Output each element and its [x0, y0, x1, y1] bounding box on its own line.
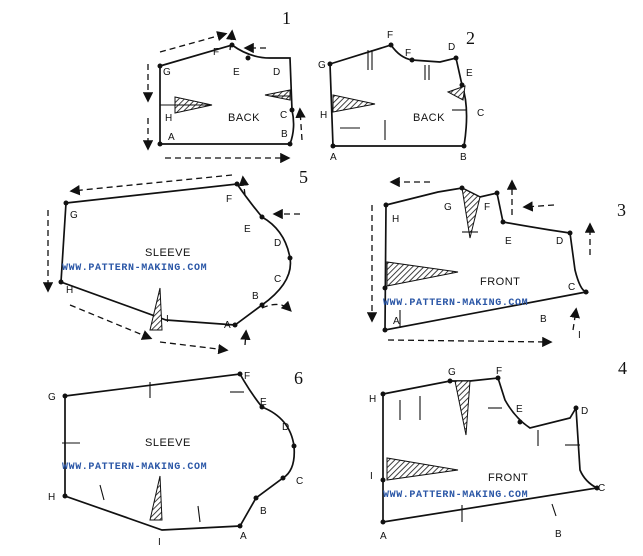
figure-3-title: FRONT — [480, 276, 520, 288]
fig6-point-g: G — [48, 392, 56, 403]
fig2-point-e: E — [466, 68, 473, 79]
fig4-point-b: B — [555, 529, 562, 540]
fig6-point-e: E — [260, 397, 267, 408]
fig5-point-d: D — [274, 238, 281, 249]
fig4-point-e: E — [516, 404, 523, 415]
fig2-point-b: B — [460, 152, 467, 163]
fig6-point-b: B — [260, 506, 267, 517]
fig3-point-a: A — [393, 316, 400, 327]
figure-1-number: 1 — [282, 8, 291, 28]
fig6-point-f: F — [244, 371, 250, 382]
figure-3-watermark: WWW.PATTERN-MAKING.COM — [383, 298, 528, 309]
figure-2-title: BACK — [413, 112, 445, 124]
figure-5-title: SLEEVE — [145, 247, 191, 259]
figure-5-sleeve: 5 SLEEVE WWW.PATTERN-MAKING.COM G F E D … — [42, 167, 308, 355]
figure-1-title: BACK — [228, 112, 260, 124]
fig5-point-e: E — [244, 224, 251, 235]
figure-5-watermark: WWW.PATTERN-MAKING.COM — [62, 263, 207, 274]
fig1-point-h: H — [165, 113, 172, 124]
fig2-point-h: H — [320, 110, 327, 121]
fig4-point-f: F — [496, 366, 502, 377]
fig4-point-c: C — [598, 483, 605, 494]
fig3-point-h: H — [392, 214, 399, 225]
fig6-point-a: A — [240, 531, 247, 542]
fig1-point-c: C — [280, 110, 287, 121]
fig2-point-g: G — [318, 60, 326, 71]
fig4-point-h: H — [369, 394, 376, 405]
figure-2-number: 2 — [466, 28, 475, 48]
figure-4-front: 4 FRONT WWW.PATTERN-MAKING.COM H G F E D… — [369, 358, 627, 542]
fig5-point-b: B — [252, 291, 259, 302]
figure-3-number: 3 — [617, 200, 626, 220]
fig5-point-f: F — [226, 194, 232, 205]
fig2-point-f: F — [405, 48, 411, 59]
figure-4-title: FRONT — [488, 472, 528, 484]
figure-4-number: 4 — [618, 358, 627, 378]
figure-4-watermark: WWW.PATTERN-MAKING.COM — [383, 490, 528, 501]
fig5-point-c: C — [274, 274, 281, 285]
fig5-point-h: H — [66, 285, 73, 296]
fig6-point-i: I — [158, 537, 161, 548]
figure-6-title: SLEEVE — [145, 437, 191, 449]
fig1-point-e: E — [233, 67, 240, 78]
fig1-point-f: F — [213, 47, 219, 58]
figure-6-sleeve: 6 SLEEVE WWW.PATTERN-MAKING.COM G F E D … — [48, 368, 303, 548]
fig3-point-b: B — [540, 314, 547, 325]
fig4-point-a: A — [380, 531, 387, 542]
fig1-point-g: G — [163, 67, 171, 78]
figure-5-number: 5 — [299, 167, 308, 187]
fig1-point-b: B — [281, 129, 288, 140]
fig3-point-d: D — [556, 236, 563, 247]
fig2-point-a: A — [330, 152, 337, 163]
fig3-point-i: I — [578, 330, 581, 341]
fig2-point-f-top: F — [387, 30, 393, 41]
fig4-point-g: G — [448, 367, 456, 378]
fig2-point-d: D — [448, 42, 455, 53]
fig6-point-d: D — [282, 422, 289, 433]
fig1-point-a: A — [168, 132, 175, 143]
fig2-point-c: C — [477, 108, 484, 119]
fig3-point-e: E — [505, 236, 512, 247]
fig3-point-c: C — [568, 282, 575, 293]
fig6-point-h: H — [48, 492, 55, 503]
figure-3-front: 3 FRONT WWW.PATTERN-MAKING.COM H G F E D… — [366, 176, 626, 348]
fig1-point-d: D — [273, 67, 280, 78]
figure-6-watermark: WWW.PATTERN-MAKING.COM — [62, 462, 207, 473]
figure-2-back: 2 BACK G F F D E H C A B — [318, 28, 484, 163]
fig3-point-g: G — [444, 202, 452, 213]
fig4-point-i: I — [370, 471, 373, 482]
fig6-point-c: C — [296, 476, 303, 487]
fig5-point-i: I — [166, 314, 169, 325]
fig5-point-a: A — [224, 320, 231, 331]
fig4-point-d: D — [581, 406, 588, 417]
fig5-point-g: G — [70, 210, 78, 221]
fig3-point-f: F — [484, 202, 490, 213]
figure-1-back: 1 BACK G F E D H C A B — [142, 8, 306, 164]
figure-6-number: 6 — [294, 368, 303, 388]
